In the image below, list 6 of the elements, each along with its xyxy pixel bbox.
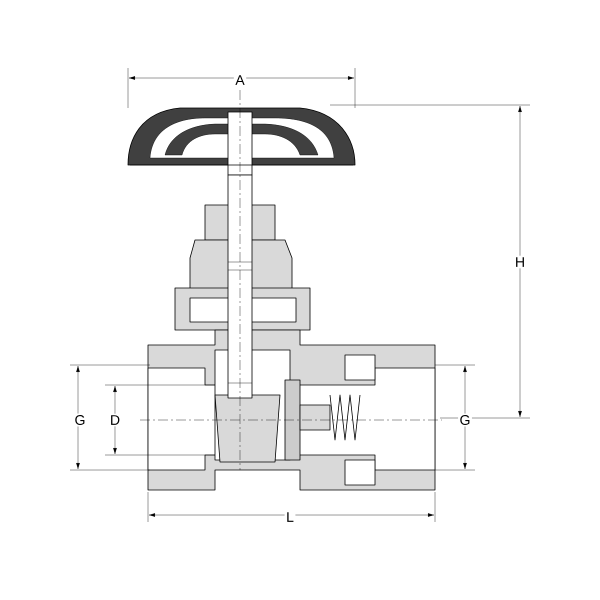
dimension-label: G [73, 414, 87, 426]
dimension-label: L [284, 510, 296, 524]
dimension-label: A [234, 74, 246, 86]
dimension-label: D [108, 414, 122, 426]
dimension-label: G [458, 414, 472, 426]
dimension-label: H [513, 256, 527, 268]
